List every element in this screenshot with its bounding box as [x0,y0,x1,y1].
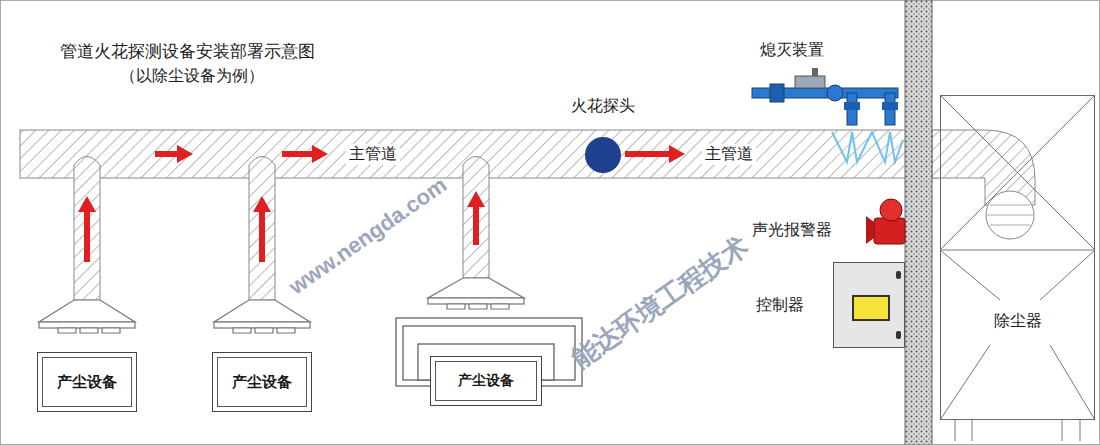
equipment-box: 产尘设备 [212,352,312,412]
equipment-box: 产尘设备 [37,352,137,412]
dust-collector: 除尘器 [940,95,1095,420]
hinge [896,331,901,339]
collector-duct [932,130,1035,239]
annotation: （以除尘设备为例） [120,66,264,87]
annotation: 主管道 [702,144,756,165]
extinguisher-device [752,68,903,162]
collector-frame [940,95,1095,441]
hinge [896,271,901,279]
annotation: 主管道 [346,144,400,165]
diagram-title: 管道火花探测设备安装部署示意图 [60,40,315,63]
annotation: 声光报警器 [752,220,832,241]
wall [905,0,932,445]
node-label: 除尘器 [990,310,1046,333]
watermark: www.nengda.com [284,172,451,300]
node-label: 产尘设备 [458,372,514,390]
watermark: 能达环境工程技术 [565,229,755,377]
branch-pipes [74,157,489,301]
node-label: 控制器 [756,295,804,316]
node-label: 产尘设备 [232,373,292,392]
display-plate [852,295,890,321]
spark-probe: 火花探头 [555,96,651,174]
annotation: 熄灭装置 [760,40,824,61]
equipment-box: 产尘设备 [430,356,542,406]
probe-circle [585,137,621,173]
node-label: 火花探头 [555,96,651,117]
controller-box: 控制器 [833,262,905,348]
node-label: 产尘设备 [57,373,117,392]
alarm-symbol [866,199,905,244]
